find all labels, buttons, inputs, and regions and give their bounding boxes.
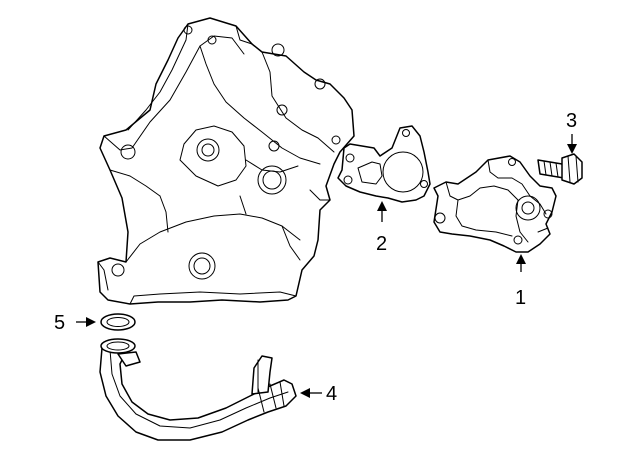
gasket <box>337 125 431 203</box>
o-ring <box>100 313 136 331</box>
leader-4 <box>300 388 322 398</box>
leader-1 <box>516 254 526 272</box>
callout-1: 1 <box>515 287 526 309</box>
leader-3 <box>567 134 577 154</box>
callout-5: 5 <box>54 312 65 334</box>
callout-4: 4 <box>326 383 337 405</box>
leader-5 <box>76 317 96 327</box>
callout-3: 3 <box>566 110 577 132</box>
bolt <box>537 153 583 185</box>
leader-2 <box>377 201 387 222</box>
coolant-pipe <box>99 338 297 441</box>
callout-2: 2 <box>376 233 387 255</box>
water-pump-housing <box>433 155 557 253</box>
timing-cover <box>97 17 355 305</box>
